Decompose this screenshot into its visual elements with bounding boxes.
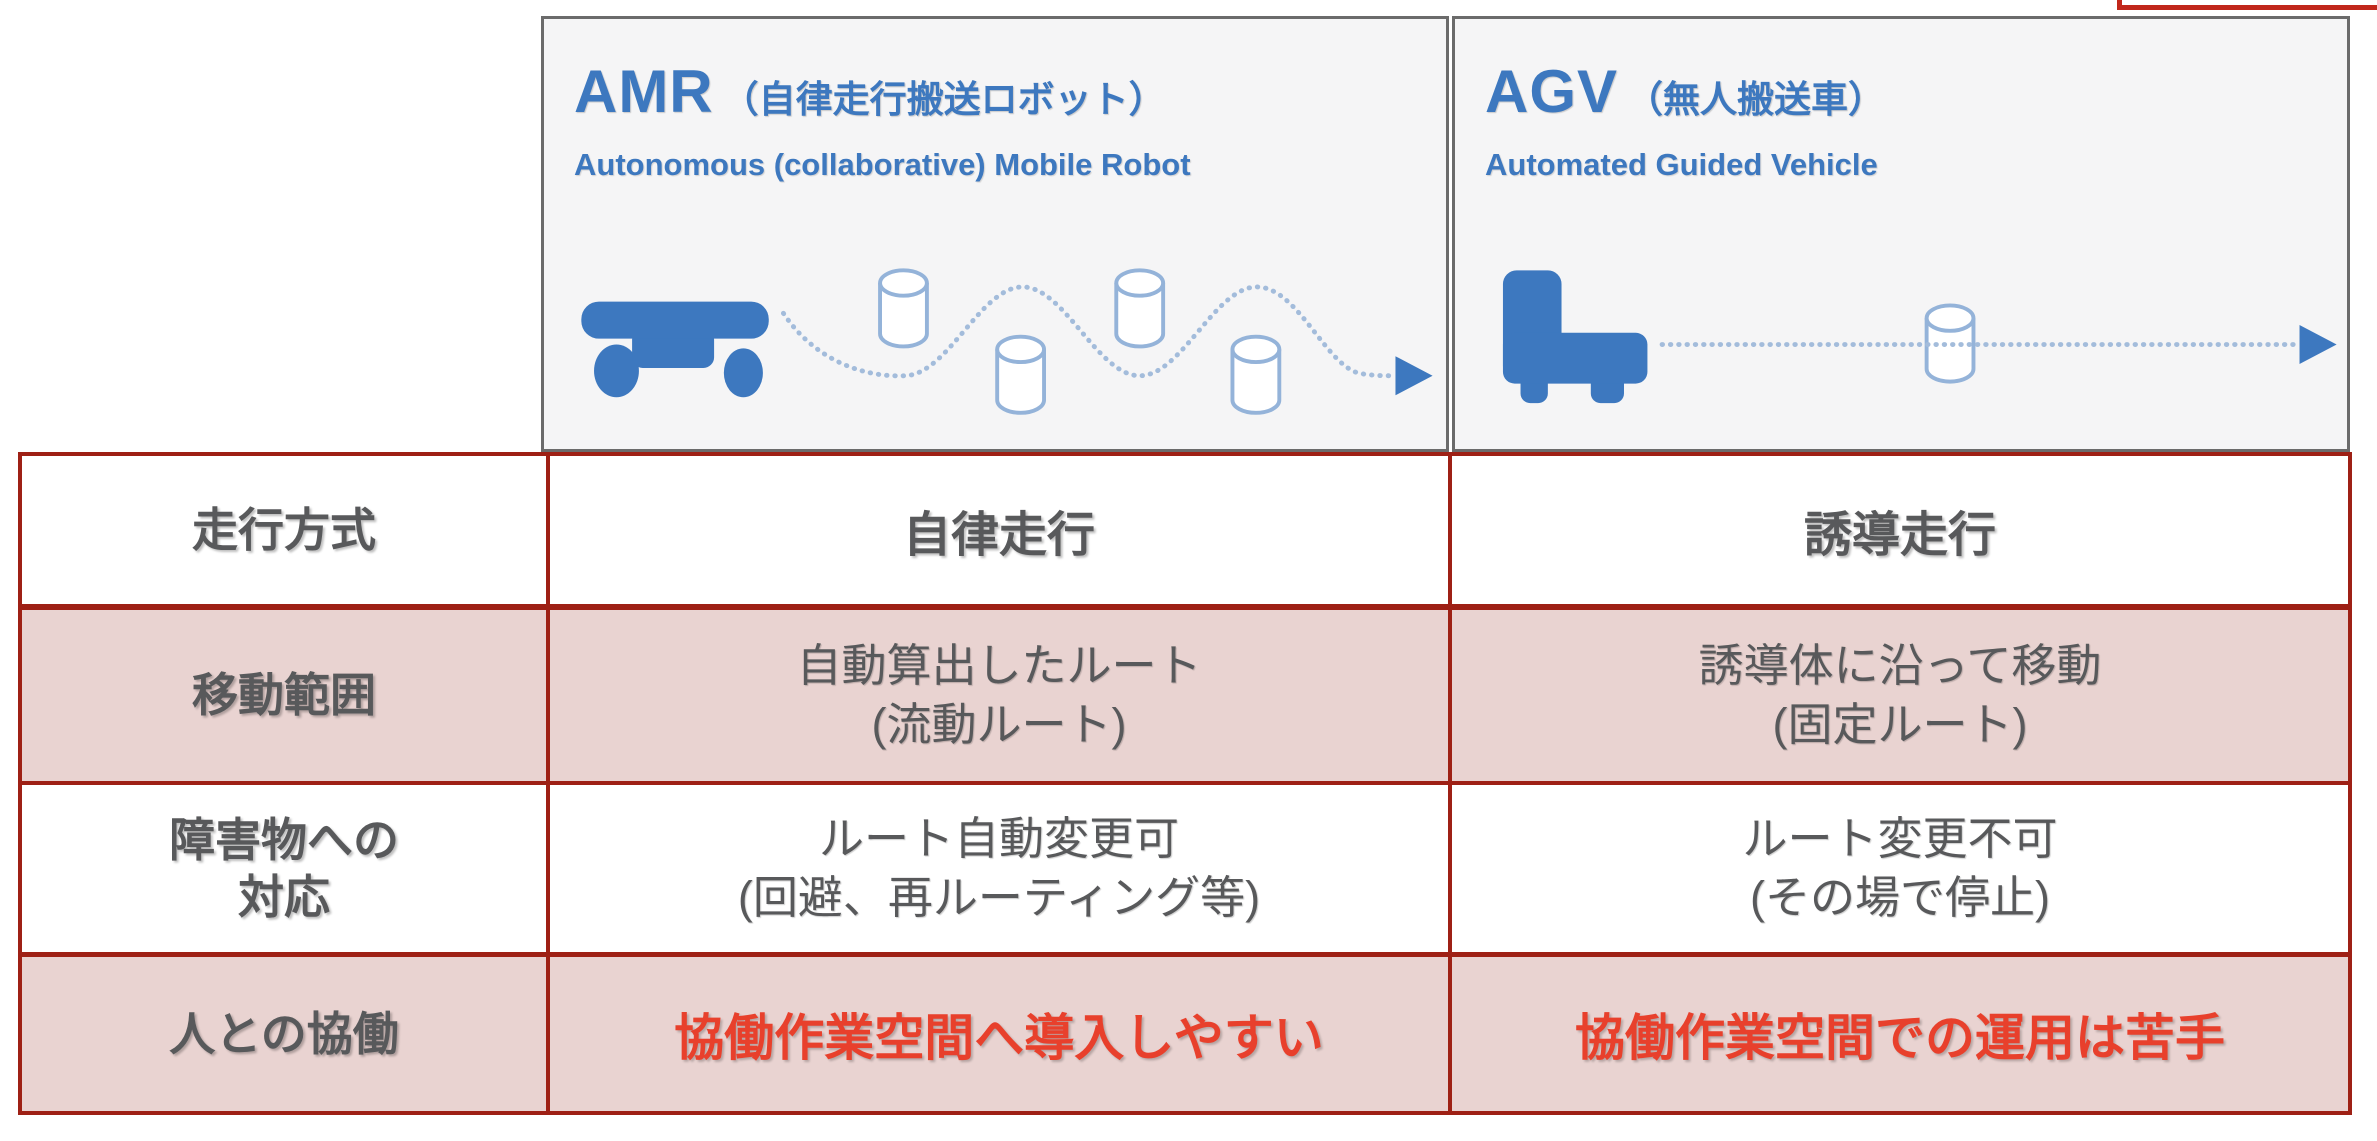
row-label-human-collaboration: 人との協働	[22, 957, 550, 1111]
agv-vehicle-icon	[1502, 270, 1648, 404]
obstacle-cylinder-icon	[1230, 334, 1282, 415]
amr-route-arrow-icon	[1395, 356, 1433, 396]
row-label-movement-range: 移動範囲	[22, 610, 550, 785]
amr-jp-label: （自律走行搬送ロボット）	[721, 79, 1166, 120]
agv-movement-range-cell: 誘導体に沿って移動 (固定ルート)	[1452, 610, 2348, 785]
agv-obstacle-response-cell: ルート変更不可 (その場で停止)	[1452, 785, 2348, 957]
obstacle-cylinder-icon	[1114, 268, 1166, 349]
agv-subtitle: Automated Guided Vehicle	[1485, 147, 1878, 182]
agv-route-arrow-icon	[2299, 325, 2337, 365]
row-label-driving-method: 走行方式	[22, 456, 550, 610]
amr-abbr-label: AMR	[574, 58, 714, 125]
amr-route-illustration	[581, 268, 1433, 415]
agv-header-card: AGV（無人搬送車） Automated Guided Vehicle	[1452, 16, 2350, 452]
agv-title: AGV（無人搬送車）	[1485, 57, 1885, 126]
amr-title: AMR（自律走行搬送ロボット）	[574, 57, 1166, 126]
amr-header-card: AMR（自律走行搬送ロボット） Autonomous (collaborativ…	[541, 16, 1449, 452]
agv-jp-label: （無人搬送車）	[1626, 79, 1886, 120]
agv-driving-method-cell: 誘導走行	[1452, 456, 2348, 610]
comparison-table: 走行方式 自律走行 誘導走行 移動範囲 自動算出したルート (流動ルート) 誘導…	[18, 452, 2352, 1115]
amr-wavy-route-path	[780, 284, 1396, 379]
clipped-red-highlight-box	[2117, 0, 2377, 10]
amr-driving-method-cell: 自律走行	[550, 456, 1452, 610]
amr-obstacle-response-cell: ルート自動変更可 (回避、再ルーティング等)	[550, 785, 1452, 957]
amr-human-collaboration-cell: 協働作業空間へ導入しやすい	[550, 957, 1452, 1111]
row-label-obstacle-response: 障害物への 対応	[22, 785, 550, 957]
amr-robot-icon	[581, 301, 769, 398]
agv-human-collaboration-cell: 協働作業空間での運用は苦手	[1452, 957, 2348, 1111]
amr-subtitle: Autonomous (collaborative) Mobile Robot	[574, 147, 1191, 182]
obstacle-cylinder-icon	[995, 334, 1046, 415]
amr-movement-range-cell: 自動算出したルート (流動ルート)	[550, 610, 1452, 785]
agv-route-illustration	[1502, 270, 2337, 404]
agv-abbr-label: AGV	[1485, 58, 1619, 125]
obstacle-cylinder-icon	[1924, 303, 1976, 384]
obstacle-cylinder-icon	[878, 268, 929, 349]
